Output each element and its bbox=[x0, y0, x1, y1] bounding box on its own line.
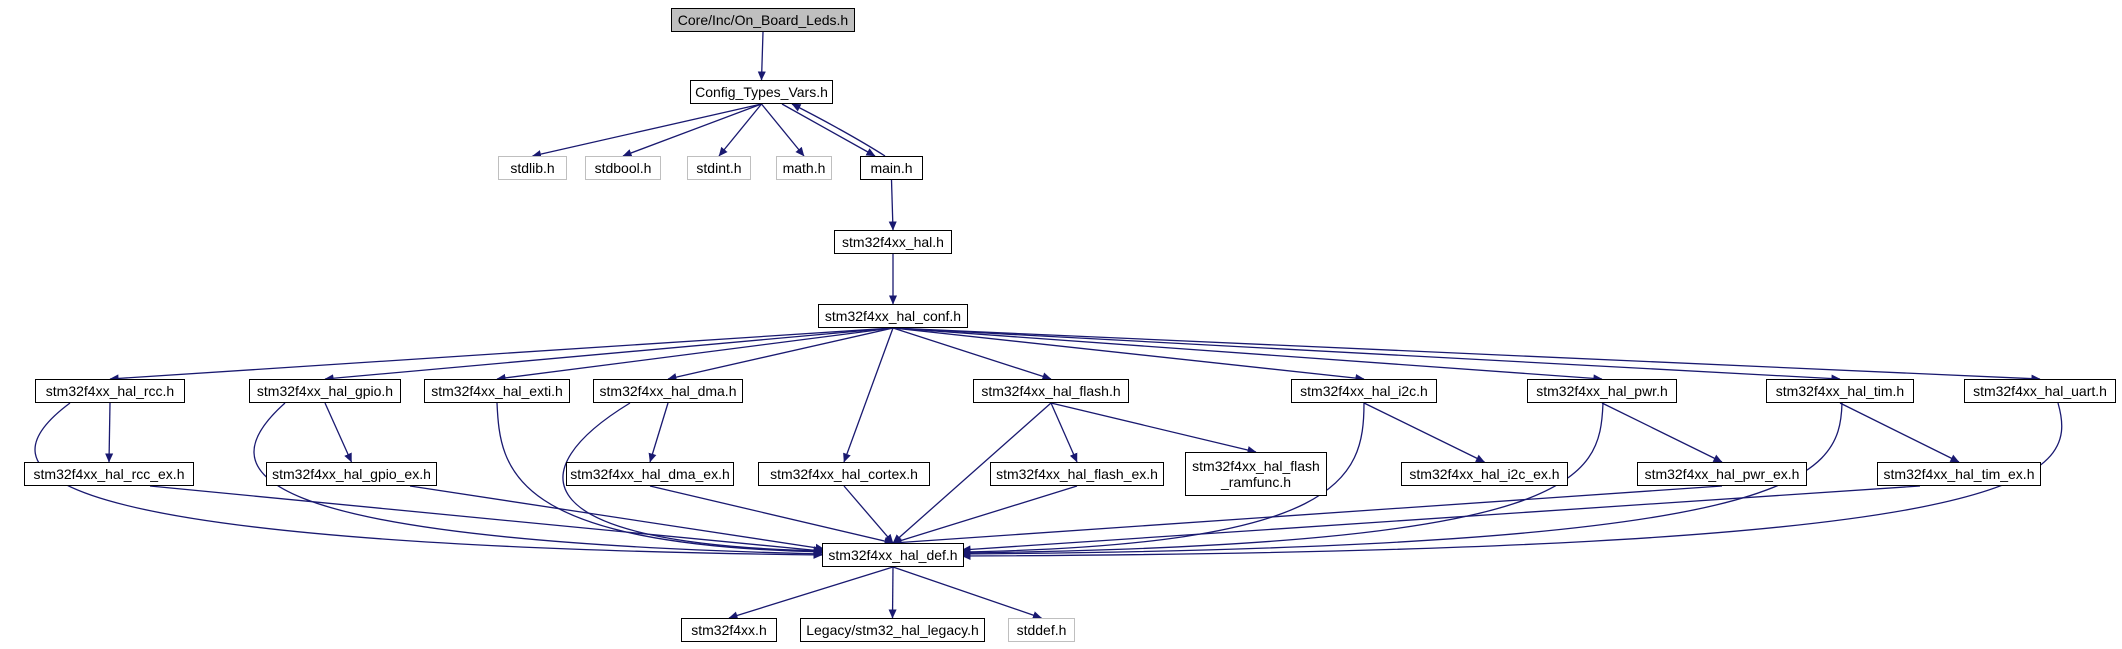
node-stm32f4xx-h[interactable]: stm32f4xx.h bbox=[681, 618, 777, 642]
edge-hal-i2c-to-hal-i2c-ex bbox=[1363, 402, 1485, 463]
node-on-board-leds-h[interactable]: Core/Inc/On_Board_Leds.h bbox=[671, 8, 855, 32]
node-stm32f4xx-hal-dma-ex-h[interactable]: stm32f4xx_hal_dma_ex.h bbox=[566, 462, 734, 486]
node-stm32f4xx-hal-gpio-ex-h[interactable]: stm32f4xx_hal_gpio_ex.h bbox=[266, 462, 437, 486]
node-stm32f4xx-hal-exti-h[interactable]: stm32f4xx_hal_exti.h bbox=[424, 379, 570, 403]
node-stm32f4xx-hal-cortex-h[interactable]: stm32f4xx_hal_cortex.h bbox=[758, 462, 930, 486]
edge-main-to-config-types-vars bbox=[791, 103, 886, 157]
node-stm32f4xx-hal-flash-ex-h[interactable]: stm32f4xx_hal_flash_ex.h bbox=[990, 462, 1164, 486]
node-math-h[interactable]: math.h bbox=[776, 156, 832, 180]
node-stm32f4xx-hal-flash-h[interactable]: stm32f4xx_hal_flash.h bbox=[973, 379, 1129, 403]
edge-hal-i2c-to-hal-def bbox=[961, 402, 1365, 556]
edge-hal-uart-to-hal-def bbox=[961, 402, 2063, 561]
edge-hal-flash-to-hal-flash-ramfunc bbox=[1050, 402, 1257, 454]
node-stm32f4xx-hal-conf-h[interactable]: stm32f4xx_hal_conf.h bbox=[818, 304, 968, 328]
edge-config-types-vars-to-stdlib bbox=[532, 103, 762, 159]
node-main-h[interactable]: main.h bbox=[860, 156, 923, 180]
edge-hal-conf-to-hal-uart bbox=[892, 327, 2041, 383]
edge-hal-conf-to-hal-i2c bbox=[892, 327, 1365, 383]
edge-hal-def-to-stddef bbox=[892, 566, 1042, 620]
edge-config-types-vars-to-stdint bbox=[718, 103, 763, 157]
edge-hal-conf-to-hal-flash bbox=[892, 327, 1052, 381]
edge-hal-dma-to-hal-def bbox=[562, 402, 827, 555]
edge-hal-flash-ex-to-hal-def bbox=[892, 485, 1078, 545]
node-legacy-stm32-hal-legacy-h[interactable]: Legacy/stm32_hal_legacy.h bbox=[800, 618, 985, 642]
edge-config-types-vars-to-math bbox=[760, 103, 805, 157]
edge-hal-conf-to-hal-gpio bbox=[324, 327, 894, 383]
edge-main-to-hal bbox=[888, 179, 897, 231]
node-stm32f4xx-hal-gpio-h[interactable]: stm32f4xx_hal_gpio.h bbox=[249, 379, 401, 403]
edge-hal-rcc-ex-to-hal-def bbox=[149, 485, 823, 555]
edge-config-types-vars-to-stdbool bbox=[622, 103, 762, 157]
node-stm32f4xx-hal-rcc-ex-h[interactable]: stm32f4xx_hal_rcc_ex.h bbox=[24, 462, 194, 486]
node-config-types-vars-h[interactable]: Config_Types_Vars.h bbox=[690, 80, 833, 104]
edge-hal-conf-to-hal-exti bbox=[496, 327, 894, 382]
node-stm32f4xx-hal-uart-h[interactable]: stm32f4xx_hal_uart.h bbox=[1964, 379, 2116, 403]
edge-layer bbox=[34, 31, 2063, 620]
edge-hal-dma-ex-to-hal-def bbox=[649, 485, 894, 545]
edge-hal-conf-to-hal-pwr bbox=[892, 327, 1603, 383]
edge-hal-conf-to-hal-tim bbox=[892, 327, 1841, 383]
edge-on-board-leds-to-config-types-vars bbox=[757, 31, 766, 81]
edge-hal-conf-to-hal-rcc bbox=[109, 327, 894, 383]
node-stm32f4xx-hal-dma-h[interactable]: stm32f4xx_hal_dma.h bbox=[593, 379, 743, 403]
edge-hal-conf-to-hal-dma bbox=[667, 327, 894, 382]
edge-hal-flash-to-hal-flash-ex bbox=[1050, 402, 1078, 463]
node-stdlib-h[interactable]: stdlib.h bbox=[498, 156, 567, 180]
edge-hal-gpio-to-hal-def bbox=[253, 402, 823, 558]
edge-config-types-vars-to-main bbox=[781, 103, 876, 157]
edge-hal-tim-to-hal-tim-ex bbox=[1839, 402, 1960, 463]
edge-hal-pwr-to-hal-def bbox=[961, 402, 1604, 557]
edge-hal-rcc-to-hal-rcc-ex bbox=[105, 402, 114, 463]
node-stm32f4xx-hal-i2c-h[interactable]: stm32f4xx_hal_i2c.h bbox=[1291, 379, 1437, 403]
node-stm32f4xx-hal-tim-h[interactable]: stm32f4xx_hal_tim.h bbox=[1766, 379, 1914, 403]
edge-hal-tim-to-hal-def bbox=[961, 402, 1843, 558]
node-stm32f4xx-hal-pwr-h[interactable]: stm32f4xx_hal_pwr.h bbox=[1527, 379, 1677, 403]
node-stm32f4xx-hal-flash-ramfunc-h[interactable]: stm32f4xx_hal_flash _ramfunc.h bbox=[1185, 452, 1327, 496]
edge-hal-exti-to-hal-def bbox=[496, 402, 825, 556]
node-stm32f4xx-hal-rcc-h[interactable]: stm32f4xx_hal_rcc.h bbox=[35, 379, 185, 403]
node-stdbool-h[interactable]: stdbool.h bbox=[585, 156, 661, 180]
edge-hal-gpio-to-hal-gpio-ex bbox=[324, 402, 353, 463]
node-stm32f4xx-hal-h[interactable]: stm32f4xx_hal.h bbox=[834, 230, 952, 254]
edge-hal-pwr-to-hal-pwr-ex bbox=[1601, 402, 1723, 463]
edge-hal-tim-ex-to-hal-def bbox=[961, 485, 1921, 554]
edge-hal-cortex-to-hal-def bbox=[843, 485, 894, 544]
node-stm32f4xx-hal-def-h[interactable]: stm32f4xx_hal_def.h bbox=[822, 543, 964, 567]
node-stm32f4xx-hal-tim-ex-h[interactable]: stm32f4xx_hal_tim_ex.h bbox=[1877, 462, 2041, 486]
edge-hal-flash-to-hal-def bbox=[892, 402, 1052, 544]
node-stdint-h[interactable]: stdint.h bbox=[687, 156, 751, 180]
edge-hal-conf-to-hal-cortex bbox=[843, 327, 894, 463]
node-stm32f4xx-hal-pwr-ex-h[interactable]: stm32f4xx_hal_pwr_ex.h bbox=[1637, 462, 1807, 486]
edge-hal-def-to-legacy bbox=[888, 566, 897, 619]
node-stddef-h[interactable]: stddef.h bbox=[1008, 618, 1075, 642]
edge-hal-dma-to-hal-dma-ex bbox=[648, 402, 669, 463]
edge-hal-gpio-ex-to-hal-def bbox=[409, 485, 825, 552]
node-stm32f4xx-hal-i2c-ex-h[interactable]: stm32f4xx_hal_i2c_ex.h bbox=[1401, 462, 1568, 486]
edge-hal-rcc-to-hal-def bbox=[34, 402, 823, 559]
edge-hal-pwr-ex-to-hal-def bbox=[892, 485, 1723, 547]
edge-hal-def-to-stm32f4xx bbox=[728, 566, 894, 620]
